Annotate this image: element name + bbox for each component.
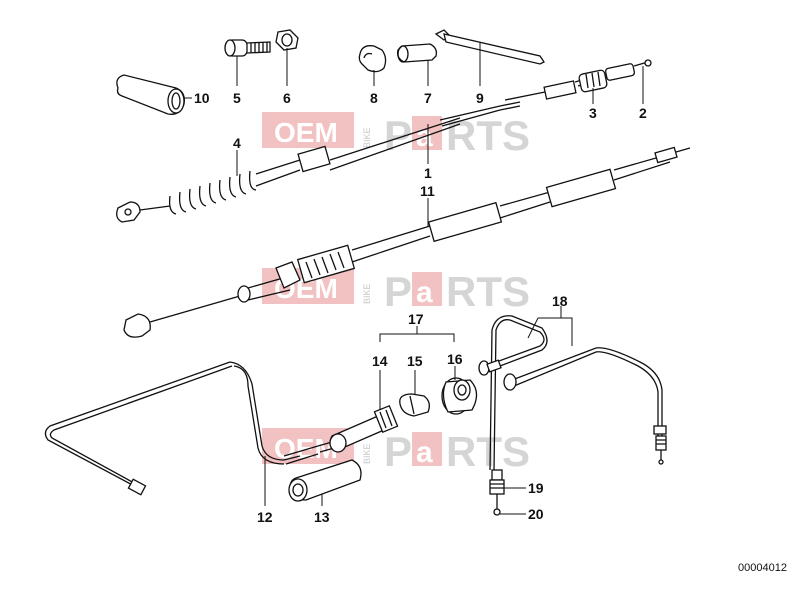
svg-text:P: P xyxy=(384,428,412,475)
svg-text:RTS: RTS xyxy=(446,268,530,315)
part-15-sleeve xyxy=(399,393,430,417)
svg-text:P: P xyxy=(384,268,412,315)
part-5-bolt xyxy=(224,39,271,57)
part-2-end xyxy=(604,59,652,81)
part-11-cable xyxy=(123,146,691,338)
callout-11: 11 xyxy=(420,183,435,199)
part-19-adjuster xyxy=(489,469,505,495)
callout-2: 2 xyxy=(639,105,647,121)
part-8-sleeve xyxy=(358,45,387,73)
part-3-adjuster xyxy=(504,69,608,101)
part-10-boot xyxy=(116,74,185,115)
callout-18: 18 xyxy=(552,293,568,309)
callout-19: 19 xyxy=(528,480,544,496)
callout-15: 15 xyxy=(407,353,423,369)
callout-5: 5 xyxy=(233,90,241,106)
watermark-bottom: OEM BIKE P a RTS xyxy=(262,428,530,475)
part-16-cap xyxy=(441,377,478,415)
part-18-cable xyxy=(478,315,667,471)
callout-20: 20 xyxy=(528,506,544,522)
callout-labels: 10 5 6 8 7 9 3 2 4 1 11 17 18 14 15 16 1… xyxy=(194,90,647,525)
callout-1: 1 xyxy=(424,165,432,181)
callout-13: 13 xyxy=(314,509,330,525)
svg-text:BIKE: BIKE xyxy=(362,127,372,148)
svg-text:OEM: OEM xyxy=(274,433,338,464)
callout-8: 8 xyxy=(370,90,378,106)
part-20-nipple xyxy=(493,494,501,516)
callout-10: 10 xyxy=(194,90,210,106)
watermark-middle: OEM BIKE P a RTS xyxy=(262,268,530,315)
part-9-cable-tie xyxy=(434,29,545,65)
callout-12: 12 xyxy=(257,509,273,525)
callout-17: 17 xyxy=(408,311,424,327)
svg-text:a: a xyxy=(416,436,433,469)
watermark-top: OEM BIKE P a RTS xyxy=(262,112,530,159)
svg-text:BIKE: BIKE xyxy=(362,283,372,304)
callout-4: 4 xyxy=(233,135,241,151)
callout-3: 3 xyxy=(589,105,597,121)
diagram-code: 00004012 xyxy=(738,562,787,574)
svg-text:OEM: OEM xyxy=(274,117,338,148)
callout-9: 9 xyxy=(476,90,484,106)
callout-14: 14 xyxy=(372,353,388,369)
part-4-spring xyxy=(116,159,301,223)
leader-lines xyxy=(184,42,644,515)
svg-text:RTS: RTS xyxy=(446,428,530,475)
part-6-nut xyxy=(275,29,299,51)
callout-6: 6 xyxy=(283,90,291,106)
part-12-cable xyxy=(44,361,335,496)
callout-16: 16 xyxy=(447,351,463,367)
svg-text:BIKE: BIKE xyxy=(362,443,372,464)
part-13-grip xyxy=(288,459,362,502)
callout-7: 7 xyxy=(424,90,432,106)
svg-text:a: a xyxy=(416,276,433,309)
part-1-cable xyxy=(139,101,521,211)
svg-text:RTS: RTS xyxy=(446,112,530,159)
part-14-grip xyxy=(329,404,399,453)
part-7-sleeve xyxy=(396,43,438,63)
